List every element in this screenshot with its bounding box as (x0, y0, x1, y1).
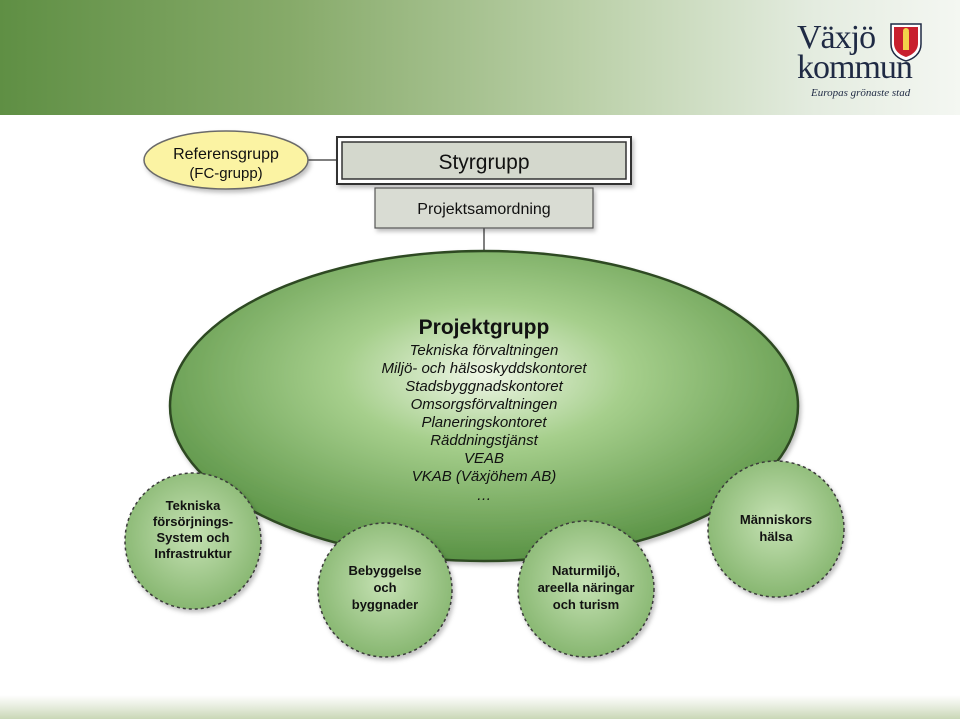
subgroup-label-line: byggnader (352, 597, 418, 612)
vaxjo-kommun-logo: Växjö kommun Europas grönaste stad (795, 20, 945, 105)
referensgrupp-subtitle: (FC-grupp) (189, 165, 262, 182)
projektgrupp-member: Tekniska förvaltningen (410, 342, 559, 359)
subgroup-label-line: Människors (740, 512, 812, 527)
logo-text-line1: Växjö (797, 19, 876, 56)
subgroup-tekniska: Tekniska försörjnings- System och Infras… (124, 472, 262, 610)
projektgrupp-ellipsis: … (477, 487, 492, 504)
styrgrupp-node: Styrgrupp (336, 136, 632, 185)
subgroup-bebyggelse: Bebyggelse och byggnader (317, 522, 453, 658)
subgroup-label-line: Bebyggelse (349, 563, 422, 578)
subgroup-manniskors-halsa: Människors hälsa (707, 460, 845, 598)
subgroup-label-line: System och (157, 530, 230, 545)
projektgrupp-member: Stadsbyggnadskontoret (405, 378, 563, 395)
projektgrupp-node: Projektgrupp Tekniska förvaltningen Milj… (168, 249, 800, 563)
coat-of-arms-icon (890, 23, 922, 62)
projektgrupp-member: VKAB (Växjöhem AB) (412, 468, 557, 485)
projektgrupp-member: Miljö- och hälsoskyddskontoret (381, 360, 587, 377)
referensgrupp-node: Referensgrupp (FC-grupp) (143, 130, 309, 190)
subgroup-label-line: Naturmiljö, (552, 563, 620, 578)
logo-tagline: Europas grönaste stad (811, 87, 911, 99)
subgroup-label-line: och (373, 580, 396, 595)
projektgrupp-title: Projektgrupp (419, 316, 550, 339)
projektsamordning-label: Projektsamordning (417, 201, 550, 218)
subgroup-label-line: Infrastruktur (154, 546, 231, 561)
subgroup-label-line: hälsa (759, 529, 793, 544)
footer-band (0, 695, 960, 719)
subgroup-label-line: och turism (553, 597, 619, 612)
subgroup-naturmiljo: Naturmiljö, areella näringar och turism (517, 520, 655, 658)
styrgrupp-label: Styrgrupp (438, 151, 529, 174)
referensgrupp-title: Referensgrupp (173, 146, 279, 163)
projektgrupp-member: Räddningstjänst (430, 432, 538, 449)
projektgrupp-member: Omsorgsförvaltningen (411, 396, 558, 413)
subgroup-label-line: areella näringar (538, 580, 635, 595)
projektgrupp-member: VEAB (464, 450, 504, 467)
subgroup-label-line: Tekniska (166, 498, 221, 513)
header-band (0, 0, 960, 115)
logo-text-line2: kommun (797, 49, 913, 86)
projektsamordning-node: Projektsamordning (374, 187, 594, 229)
projektgrupp-member: Planeringskontoret (421, 414, 547, 431)
subgroup-label-line: försörjnings- (153, 514, 233, 529)
